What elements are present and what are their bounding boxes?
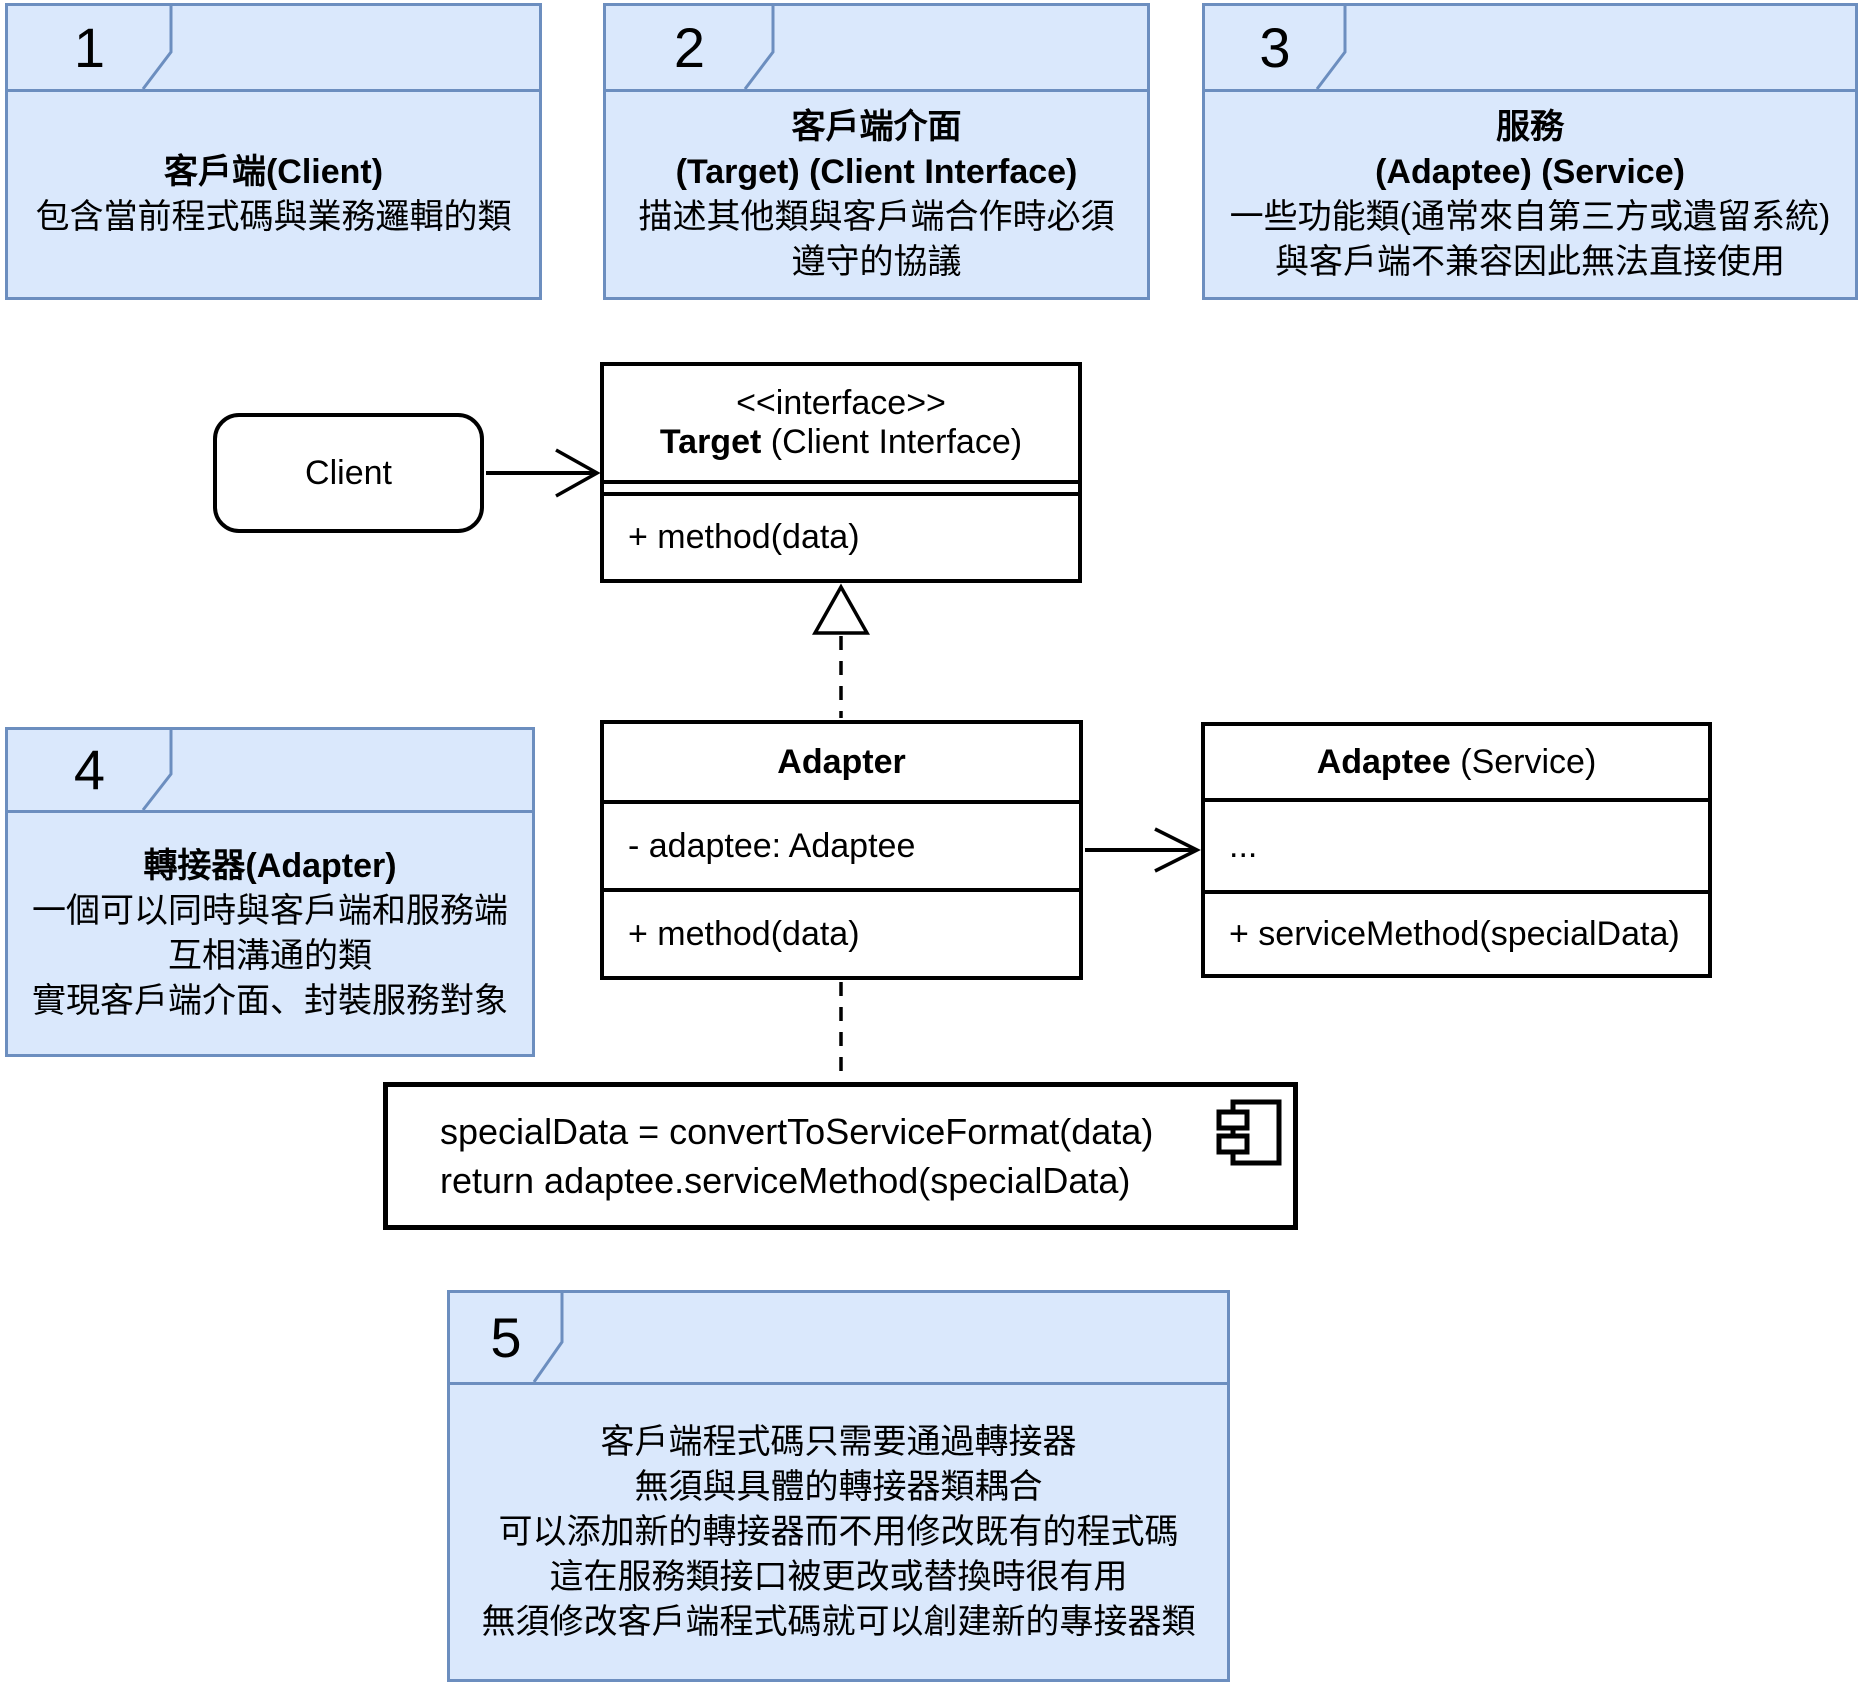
association-arrow-client-target (486, 448, 601, 498)
note-5-text: 這在服務類接口被更改或替換時很有用 (549, 1557, 1128, 1596)
note-3-text: 一些功能類(通常來自第三方或遺留系統) (1229, 197, 1831, 236)
uml-target-method: + method(data) (628, 518, 860, 556)
note-4-number: 4 (73, 738, 106, 801)
note-1-text: 包含當前程式碼與業務邏輯的類 (35, 197, 512, 236)
note-4-text: 互相溝通的類 (168, 936, 372, 975)
note-5-body: 客戶端程式碼只需要通過轉接器 無須與具體的轉接器類耦合 可以添加新的轉接器而不用… (450, 1385, 1227, 1679)
note-2-number: 2 (673, 15, 706, 79)
uml-adapter-name: Adapter (777, 742, 906, 781)
note-4-body: 轉接器(Adapter) 一個可以同時與客戶端和服務端 互相溝通的類 實現客戶端… (8, 813, 532, 1054)
uml-adapter-class: Adapter - adaptee: Adaptee + method(data… (600, 720, 1083, 980)
uml-adaptee-name: Adaptee (Service) (1316, 742, 1597, 781)
note-4-header: 4 (8, 730, 532, 813)
note-1-body: 客戶端(Client) 包含當前程式碼與業務邏輯的類 (8, 92, 539, 297)
association-arrow-adapter-adaptee (1085, 827, 1201, 873)
uml-adaptee-title-compartment: Adaptee (Service) (1205, 726, 1708, 798)
uml-target-class: <<interface>> Target (Client Interface) … (600, 362, 1082, 583)
note-3-header: 3 (1205, 6, 1855, 92)
note-2-title: 客戶端介面 (791, 107, 962, 146)
uml-adapter-attributes-compartment: - adaptee: Adaptee (604, 800, 1079, 888)
code-note: specialData = convertToServiceFormat(dat… (383, 1082, 1298, 1230)
uml-adaptee-methods-compartment: + serviceMethod(specialData) (1205, 890, 1708, 974)
note-2: 2 客戶端介面 (Target) (Client Interface) 描述其他… (603, 3, 1150, 300)
uml-target-title-compartment: <<interface>> Target (Client Interface) (604, 366, 1078, 480)
code-note-line: return adaptee.serviceMethod(specialData… (440, 1160, 1131, 1201)
uml-adaptee-class: Adaptee (Service) ... + serviceMethod(sp… (1201, 722, 1712, 978)
note-5-text: 客戶端程式碼只需要通過轉接器 (600, 1422, 1077, 1461)
note-5-text: 可以添加新的轉接器而不用修改既有的程式碼 (498, 1512, 1179, 1551)
note-1-header: 1 (8, 6, 539, 92)
uml-adapter-methods-compartment: + method(data) (604, 888, 1079, 976)
note-2-text: 遵守的協議 (791, 242, 962, 281)
note-3-text: 與客戶端不兼容因此無法直接使用 (1275, 242, 1785, 281)
note-2-body: 客戶端介面 (Target) (Client Interface) 描述其他類與… (606, 92, 1147, 297)
uml-adaptee-attribute: ... (1229, 826, 1258, 865)
uml-adaptee-method: + serviceMethod(specialData) (1229, 914, 1680, 953)
uml-target-attributes-compartment (604, 480, 1078, 492)
note-5: 5 客戶端程式碼只需要通過轉接器 無須與具體的轉接器類耦合 可以添加新的轉接器而… (447, 1290, 1230, 1682)
uml-adapter-title-compartment: Adapter (604, 724, 1079, 800)
uml-client-node: Client (213, 413, 484, 533)
note-2-text: 描述其他類與客戶端合作時必須 (638, 197, 1115, 236)
uml-target-stereotype: <<interface>> (736, 384, 946, 422)
note-1-title: 客戶端(Client) (163, 152, 384, 191)
uml-adapter-attribute: - adaptee: Adaptee (628, 826, 916, 865)
code-note-line: specialData = convertToServiceFormat(dat… (440, 1111, 1154, 1152)
uml-target-methods-compartment: + method(data) (604, 492, 1078, 579)
note-3-title: 服務 (1496, 107, 1564, 146)
note-4-text: 一個可以同時與客戶端和服務端 (32, 891, 508, 930)
note-5-text: 無須修改客戶端程式碼就可以創建新的專接器類 (481, 1602, 1196, 1641)
note-3: 3 服務 (Adaptee) (Service) 一些功能類(通常來自第三方或遺… (1202, 3, 1858, 300)
uml-adapter-method: + method(data) (628, 914, 860, 953)
note-1: 1 客戶端(Client) 包含當前程式碼與業務邏輯的類 (5, 3, 542, 300)
note-2-header: 2 (606, 6, 1147, 92)
realization-arrow-adapter-target (812, 583, 870, 718)
note-3-subtitle: (Adaptee) (Service) (1375, 152, 1685, 191)
note-2-subtitle: (Target) (Client Interface) (675, 152, 1078, 191)
uml-client-label: Client (305, 453, 392, 492)
note-5-header: 5 (450, 1293, 1227, 1385)
note-5-text: 無須與具體的轉接器類耦合 (634, 1467, 1043, 1506)
uml-target-name: Target (Client Interface) (659, 423, 1023, 461)
note-4-title: 轉接器(Adapter) (143, 846, 397, 885)
note-3-number: 3 (1259, 15, 1291, 79)
note-5-number: 5 (490, 1305, 522, 1369)
note-3-body: 服務 (Adaptee) (Service) 一些功能類(通常來自第三方或遺留系… (1205, 92, 1855, 297)
uml-adaptee-attributes-compartment: ... (1205, 798, 1708, 890)
note-1-number: 1 (73, 15, 106, 79)
note-4: 4 轉接器(Adapter) 一個可以同時與客戶端和服務端 互相溝通的類 實現客… (5, 727, 535, 1057)
note-4-text: 實現客戶端介面、封裝服務對象 (32, 981, 508, 1020)
